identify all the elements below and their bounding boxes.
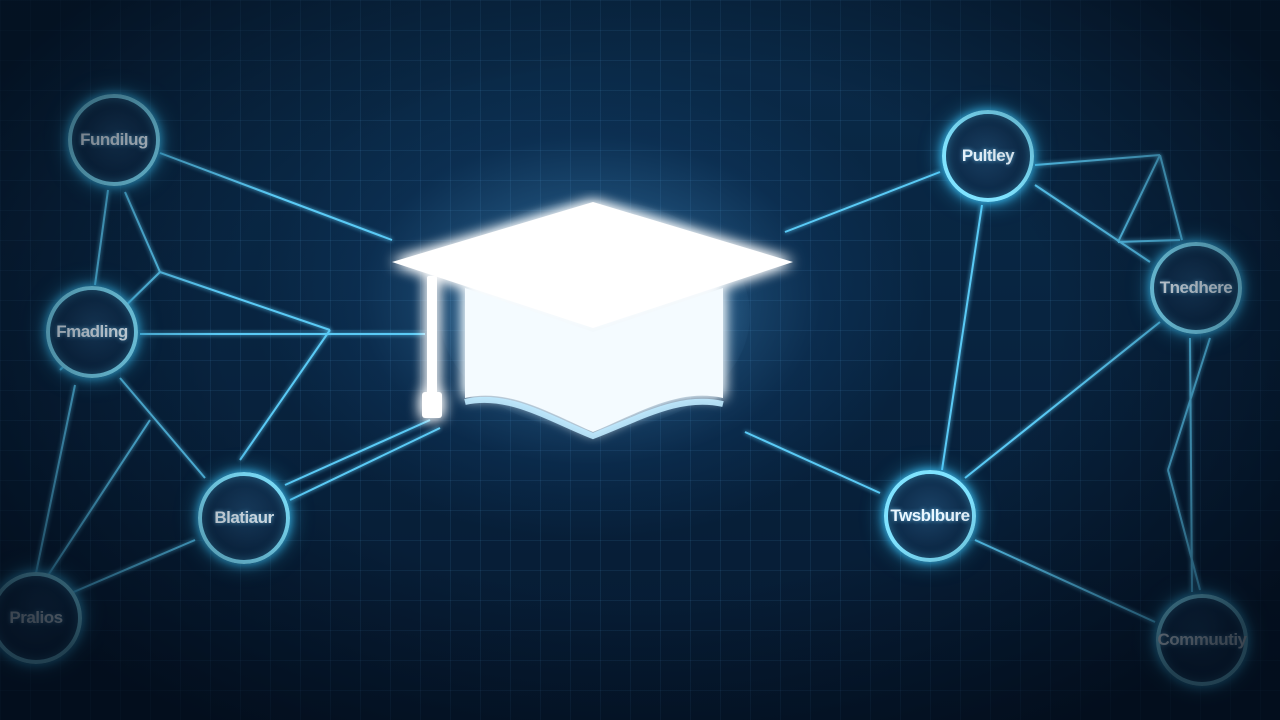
node-tnedhere[interactable]: Tnedhere (1150, 242, 1242, 334)
link-line (1117, 239, 1181, 243)
graduation-cap-icon (380, 190, 810, 460)
link-line (159, 271, 331, 331)
link-line (119, 377, 206, 479)
node-label: Pralios (9, 608, 63, 627)
link-line (239, 329, 331, 461)
node-label: Blatiaur (214, 508, 274, 527)
link-line (44, 419, 151, 581)
link-line (1117, 154, 1161, 243)
link-line (124, 191, 161, 273)
node-fmadling[interactable]: Fmadling (46, 286, 138, 378)
node-pultley[interactable]: Pultley (942, 110, 1034, 202)
node-label: Fundilug (80, 130, 148, 149)
link-line (1159, 154, 1183, 241)
node-fundilug[interactable]: Fundilug (68, 94, 160, 186)
link-line (34, 384, 76, 579)
link-line (1034, 184, 1151, 263)
link-line (1167, 337, 1211, 471)
link-line (54, 539, 196, 601)
node-twsblbure[interactable]: Twsblbure (884, 470, 976, 562)
node-label: Pultley (961, 146, 1015, 165)
link-line (1034, 154, 1161, 166)
link-line (974, 539, 1156, 623)
node-commuutiy[interactable]: Commuutiy (1156, 594, 1248, 686)
link-line (159, 152, 393, 241)
node-label: Tnedhere (1159, 278, 1233, 297)
node-label: Fmadling (56, 322, 128, 341)
link-line (1167, 469, 1201, 591)
link-line (941, 204, 983, 471)
node-label: Twsblbure (890, 506, 970, 525)
link-line (964, 321, 1161, 479)
node-blatiaur[interactable]: Blatiaur (198, 472, 290, 564)
link-line (94, 189, 109, 286)
node-label: Commuutiy (1157, 630, 1248, 649)
